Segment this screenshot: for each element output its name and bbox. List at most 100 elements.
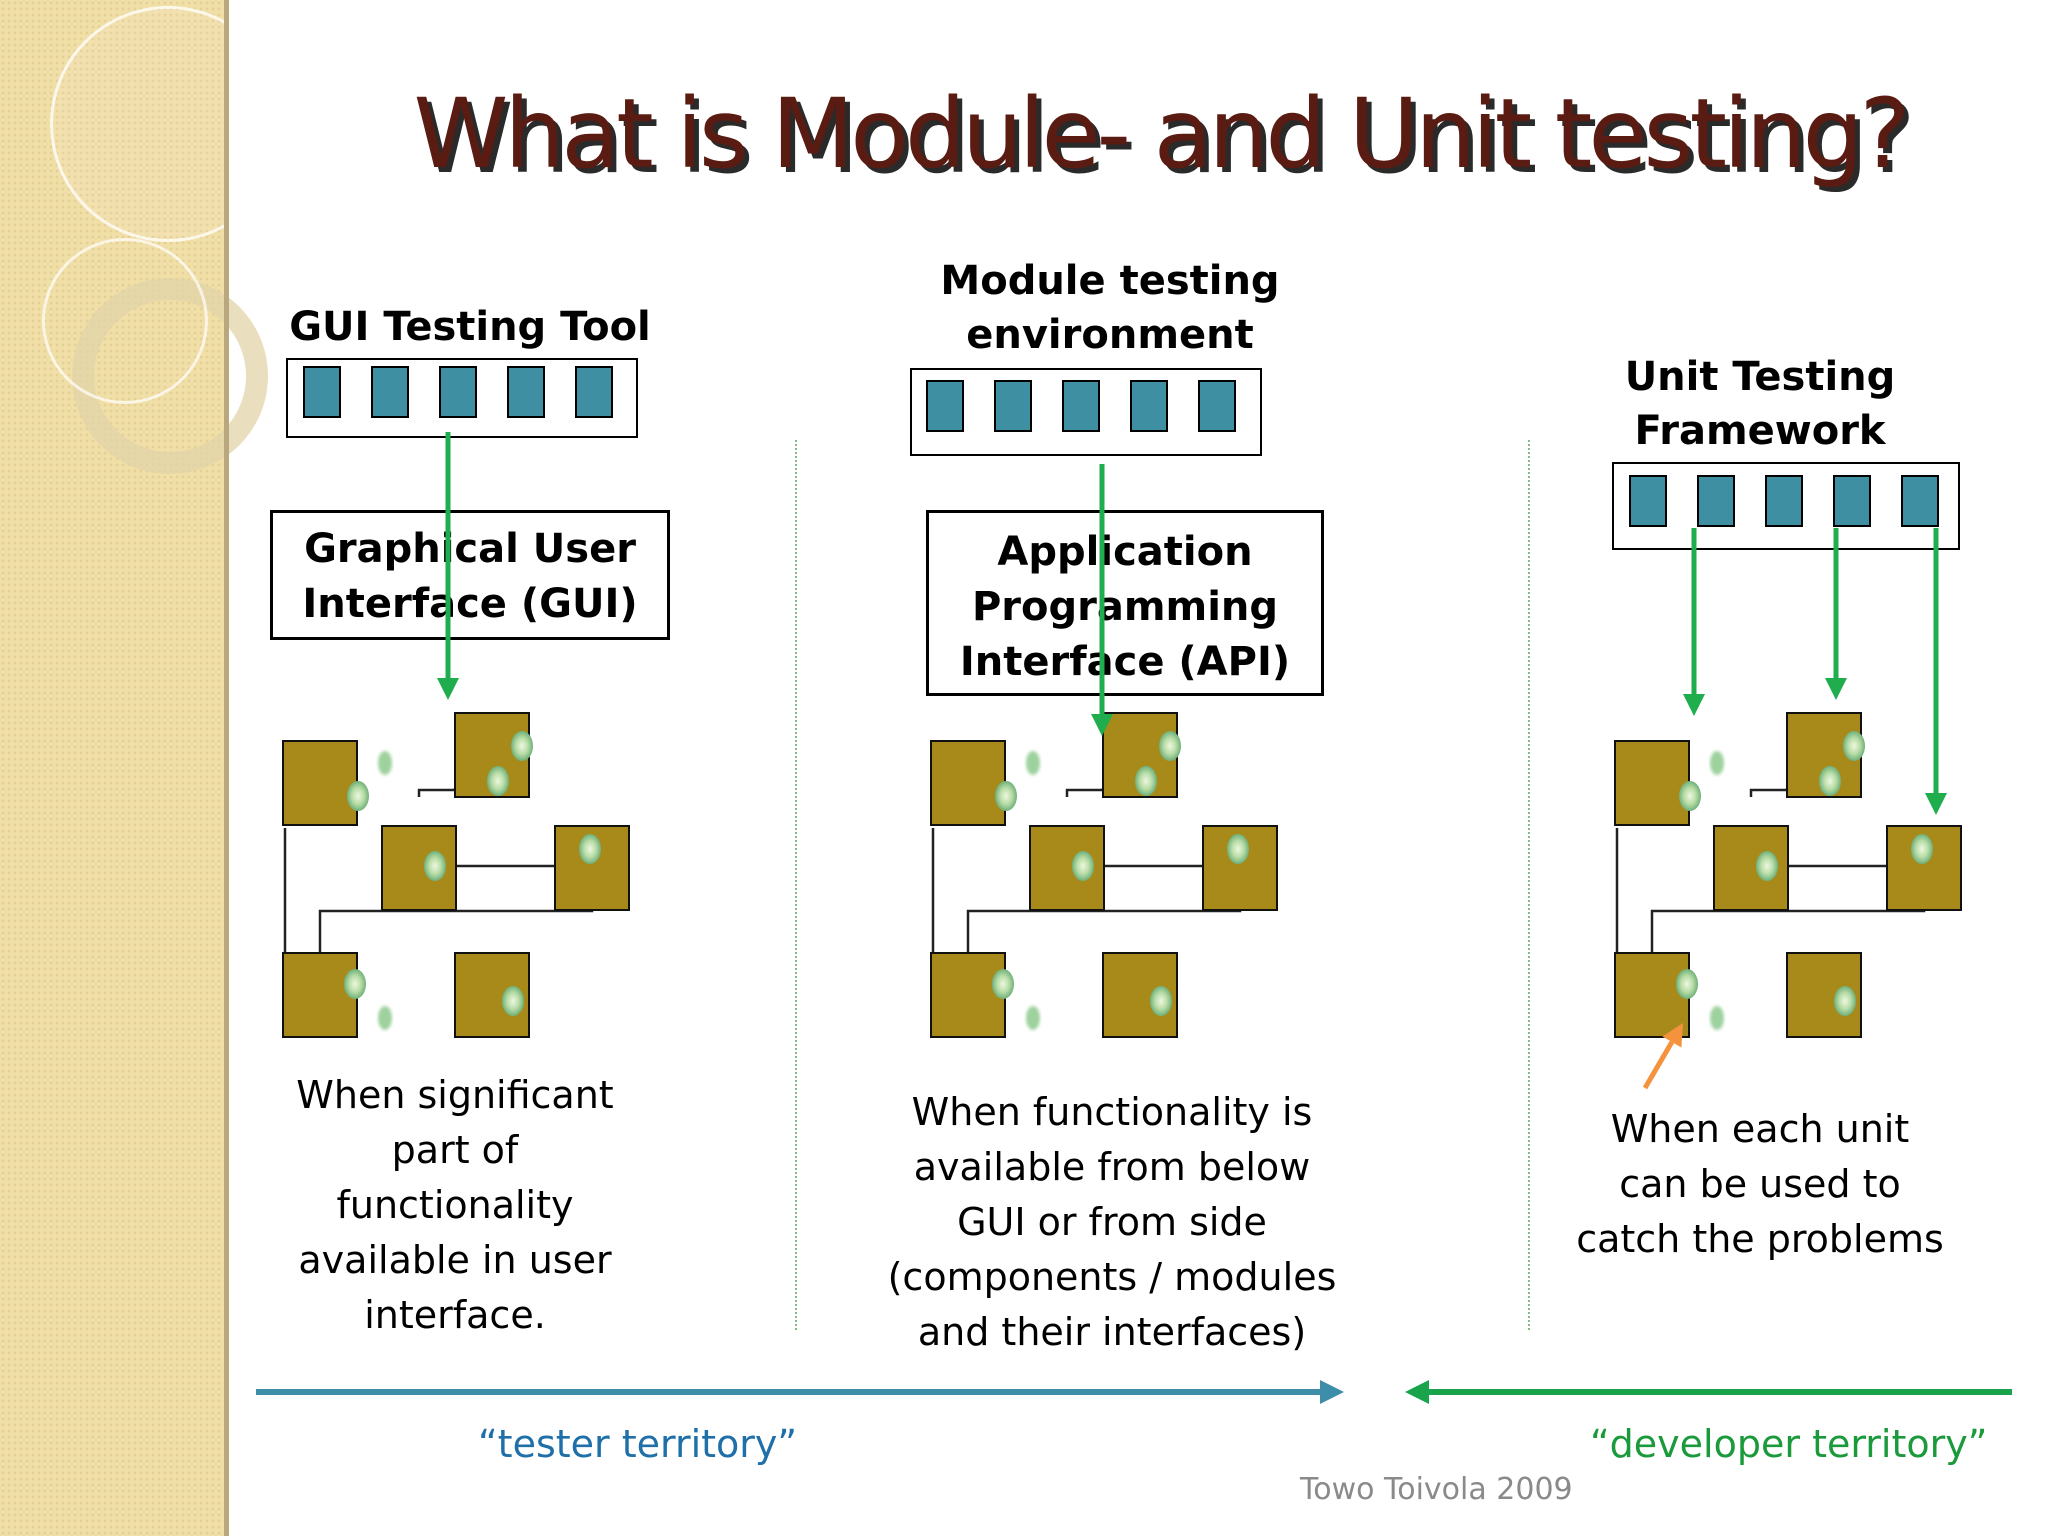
unit-tool-cell — [1901, 475, 1939, 527]
gui-description-line: part of — [391, 1128, 519, 1172]
unit-module-connector — [1650, 907, 1926, 953]
unit-interface-dot — [1676, 969, 1698, 999]
module-interface-dot — [1135, 766, 1157, 796]
module-tool-cell — [1062, 380, 1100, 432]
module-module-block — [930, 952, 1006, 1038]
gui-tool-cell — [303, 366, 341, 418]
unit-interface-dot — [1756, 851, 1778, 881]
unit-module-block — [1614, 952, 1690, 1038]
module-faded-dot — [1026, 1006, 1040, 1030]
column-divider — [795, 440, 797, 1330]
gui-tool-cell — [575, 366, 613, 418]
unit-interface-dot — [1834, 986, 1856, 1016]
unit-interface-dot — [1819, 766, 1841, 796]
unit-highlight-arrow-shaft — [1642, 1040, 1675, 1090]
unit-description-line: When each unit — [1610, 1107, 1910, 1151]
unit-test-arrow-head — [1683, 694, 1705, 716]
module-description-line: and their interfaces) — [917, 1310, 1307, 1354]
unit-test-arrow-head — [1925, 793, 1947, 815]
module-module-block — [930, 740, 1006, 826]
tester-territory-arrow-head — [1320, 1380, 1344, 1404]
unit-tool-cell — [1833, 475, 1871, 527]
module-interface-dot — [1150, 986, 1172, 1016]
gui-faded-dot — [378, 751, 392, 775]
gui-interface-dot — [511, 731, 533, 761]
gui-interface-dot — [347, 781, 369, 811]
gui-tool-cell — [439, 366, 477, 418]
gui-tool-label-line: GUI Testing Tool — [289, 304, 651, 350]
decorative-ring-large — [50, 6, 286, 242]
slide-title: What is Module- and Unit testing? — [413, 78, 1910, 190]
developer-territory-arrow-head — [1405, 1380, 1429, 1404]
gui-module-block — [282, 740, 358, 826]
gui-interface-dot — [487, 766, 509, 796]
gui-tool-cell — [507, 366, 545, 418]
module-interface-dot — [1159, 731, 1181, 761]
unit-description-line: catch the problems — [1576, 1217, 1944, 1261]
gui-description-line: When significant — [296, 1073, 614, 1117]
unit-module-connector — [1749, 788, 1789, 797]
module-tool-cell — [994, 380, 1032, 432]
unit-tool-label-line: Unit Testing — [1624, 354, 1896, 400]
module-tool-label-line: environment — [966, 312, 1254, 358]
unit-tool-label-line: Framework — [1634, 408, 1886, 454]
gui-description-line: available in user — [298, 1238, 612, 1282]
gui-module-block — [282, 952, 358, 1038]
gui-interface-box — [270, 510, 670, 640]
module-test-arrow-head — [1091, 714, 1113, 736]
gui-description-line: functionality — [336, 1183, 574, 1227]
gui-test-arrow-head — [437, 678, 459, 700]
module-interface-label-line: Interface (API) — [959, 639, 1291, 685]
credit-text: Towo Toivola 2009 — [1300, 1472, 1573, 1507]
module-description-line: GUI or from side — [957, 1200, 1267, 1244]
unit-faded-dot — [1710, 1006, 1724, 1030]
decorative-ring-small — [42, 238, 208, 404]
unit-interface-dot — [1843, 731, 1865, 761]
decorative-sidebar — [0, 0, 286, 1536]
gui-interface-dot — [502, 986, 524, 1016]
gui-module-connector — [417, 788, 457, 797]
module-interface-dot — [992, 969, 1014, 999]
gui-description-line: interface. — [364, 1293, 546, 1337]
module-module-connector — [966, 907, 1242, 953]
module-interface-dot — [1072, 851, 1094, 881]
module-interface-box — [926, 510, 1324, 696]
module-interface-dot — [995, 781, 1017, 811]
module-interface-label-line: Programming — [971, 584, 1279, 630]
tester-territory-label: “tester territory” — [478, 1422, 798, 1466]
gui-tool-cell — [371, 366, 409, 418]
module-interface-dot — [1227, 834, 1249, 864]
module-description-line: (components / modules — [887, 1255, 1337, 1299]
unit-interface-dot — [1911, 834, 1933, 864]
module-tool-cell — [926, 380, 964, 432]
module-module-connector — [1065, 788, 1105, 797]
developer-territory-label: “developer territory” — [1590, 1422, 1988, 1466]
unit-interface-dot — [1679, 781, 1701, 811]
module-faded-dot — [1026, 751, 1040, 775]
gui-interface-label-line: Graphical User — [304, 526, 636, 572]
module-tool-label-line: Module testing — [940, 258, 1280, 304]
module-description-line: When functionality is — [911, 1090, 1313, 1134]
unit-description-line: can be used to — [1619, 1162, 1901, 1206]
unit-tool-cell — [1765, 475, 1803, 527]
module-interface-label-line: Application — [997, 529, 1253, 575]
gui-interface-dot — [424, 851, 446, 881]
sidebar-edge — [224, 0, 229, 1536]
column-divider — [1528, 440, 1530, 1330]
gui-interface-dot — [344, 969, 366, 999]
unit-highlight-arrow-head — [1662, 1023, 1683, 1048]
unit-test-arrow-head — [1825, 678, 1847, 700]
unit-faded-dot — [1710, 751, 1724, 775]
module-description-line: available from below — [913, 1145, 1311, 1189]
gui-module-connector — [318, 907, 594, 953]
module-tool-cell — [1130, 380, 1168, 432]
gui-interface-dot — [579, 834, 601, 864]
gui-faded-dot — [378, 1006, 392, 1030]
unit-tool-cell — [1697, 475, 1735, 527]
unit-module-block — [1614, 740, 1690, 826]
module-tool-cell — [1198, 380, 1236, 432]
module-module-block — [1102, 952, 1178, 1038]
unit-tool-cell — [1629, 475, 1667, 527]
